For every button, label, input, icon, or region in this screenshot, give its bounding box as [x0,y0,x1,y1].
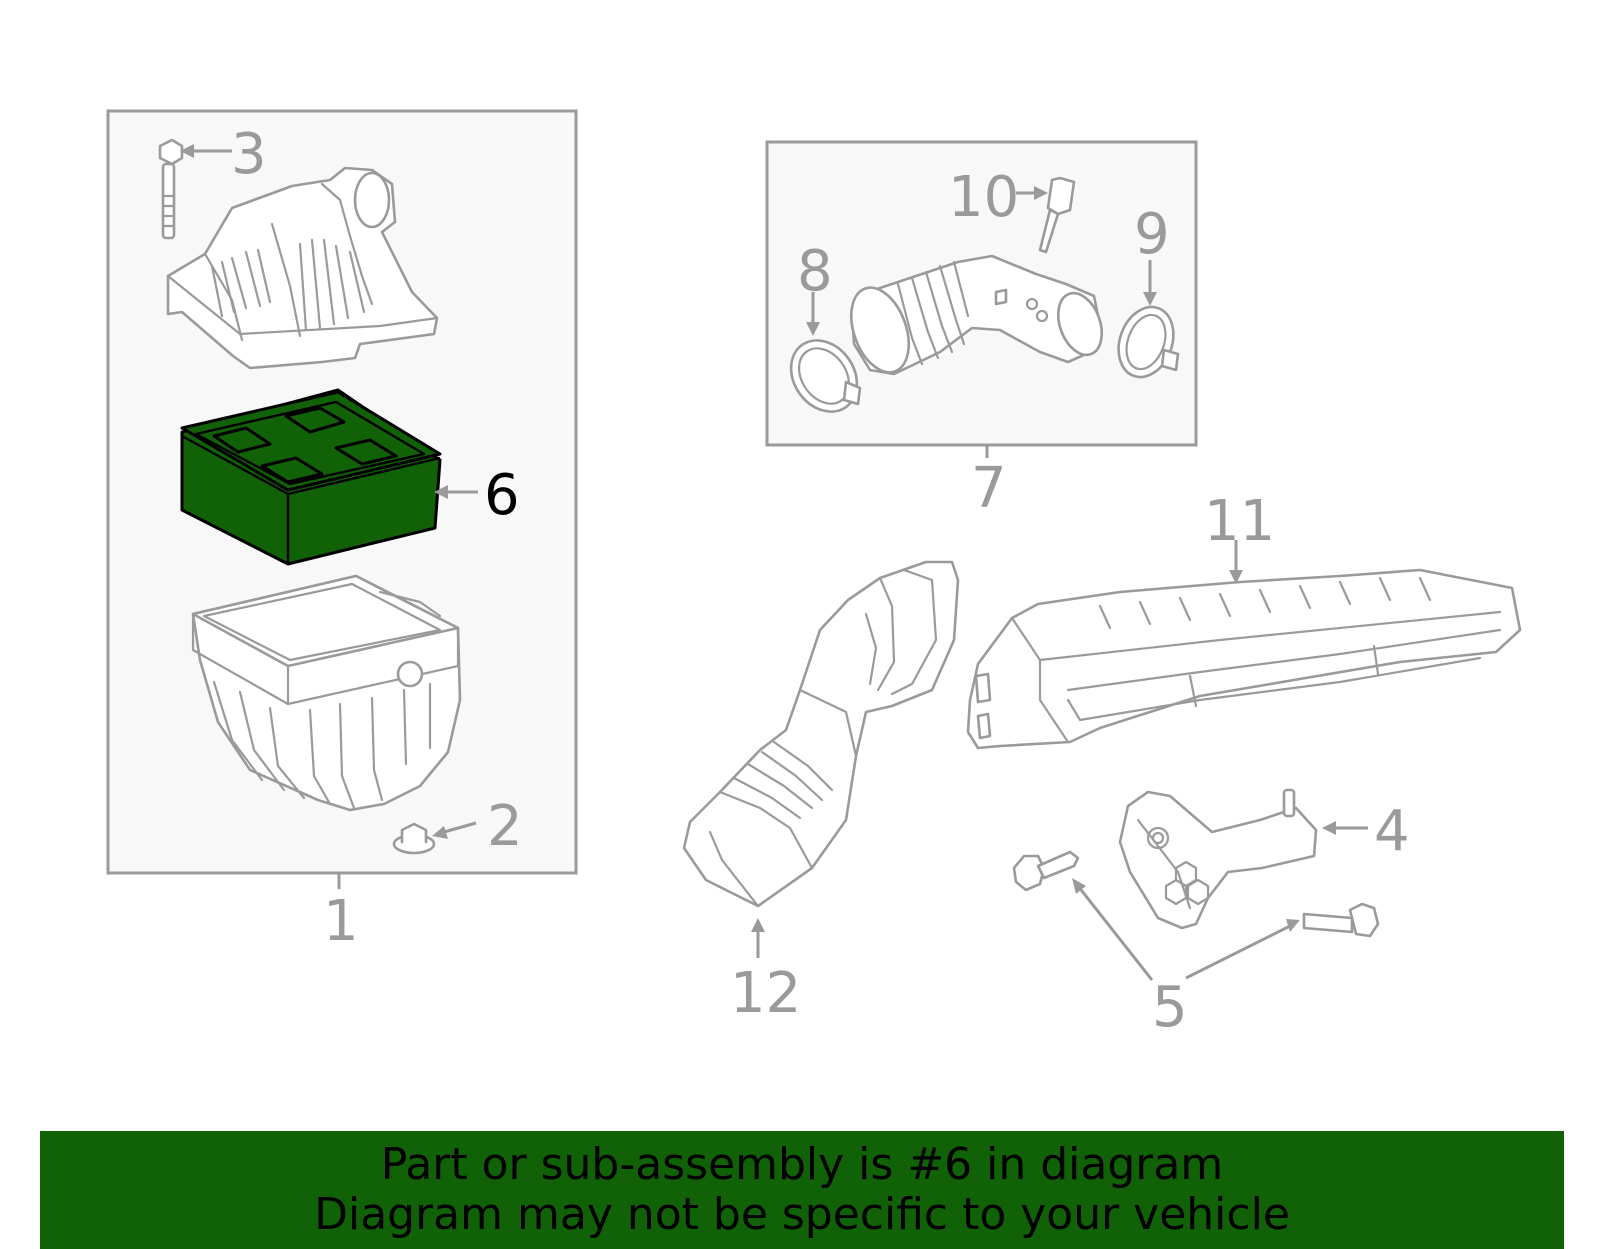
part-2-grommet[interactable] [392,822,436,855]
part-9-clamp[interactable] [1109,299,1182,384]
callout-3: 3 [231,122,267,187]
air-cleaner-upper-cover[interactable] [166,166,439,370]
part-10-sensor[interactable] [1038,176,1076,254]
part-7-intake-hose[interactable] [841,254,1110,380]
callout-10: 10 [948,165,1019,230]
callout-1: 1 [323,889,359,954]
part-11-long-duct[interactable] [966,568,1522,750]
part-8-clamp[interactable] [778,328,871,425]
part-5-bolts[interactable] [1012,850,1380,938]
callout-11: 11 [1204,489,1275,554]
callout-4: 4 [1374,799,1410,864]
callout-5: 5 [1152,975,1188,1040]
callout-9: 9 [1134,202,1170,267]
callout-6: 6 [484,463,520,528]
part-3-bolt[interactable] [158,138,184,240]
callout-12: 12 [730,961,801,1026]
callout-7: 7 [971,456,1007,521]
info-banner: Part or sub-assembly is #6 in diagram Di… [40,1131,1564,1249]
part-4-bracket[interactable] [1118,788,1318,930]
part-6-air-filter[interactable] [180,388,442,566]
part-12-duct[interactable] [682,560,960,908]
banner-line-1: Part or sub-assembly is #6 in diagram [380,1139,1224,1190]
callout-2: 2 [487,794,523,859]
callout-8: 8 [797,239,833,304]
banner-line-2: Diagram may not be specific to your vehi… [314,1189,1290,1240]
leader-lines [180,144,1368,981]
callout-labels: 3 6 2 1 10 8 9 7 11 4 12 5 [231,122,1410,1040]
air-cleaner-lower-tray[interactable] [191,574,462,812]
